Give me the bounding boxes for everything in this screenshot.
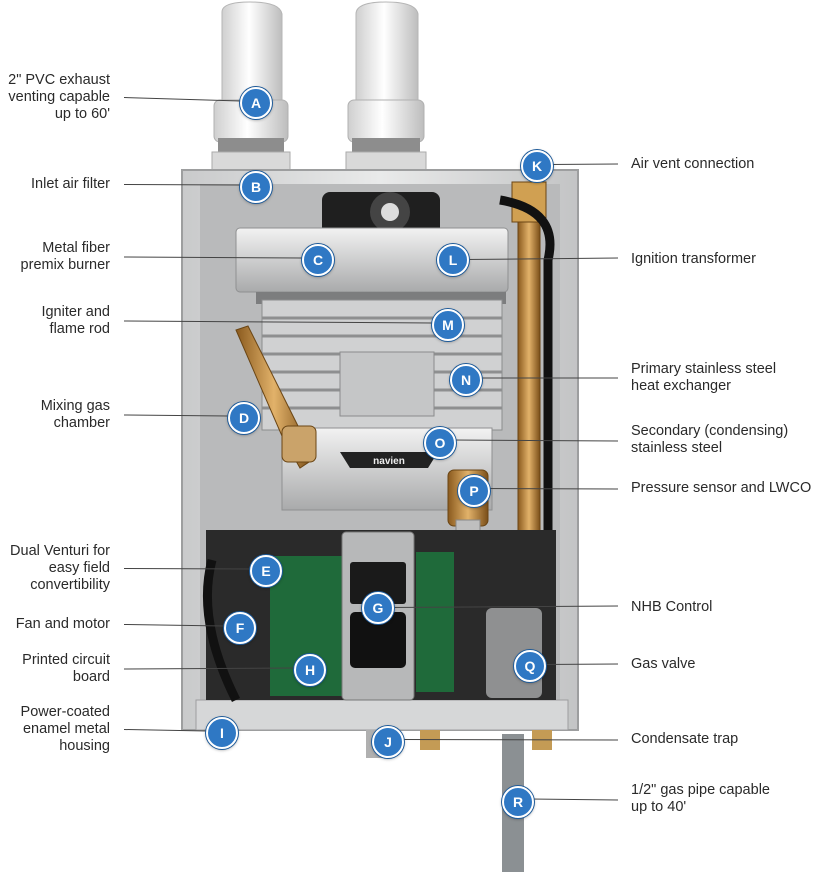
leader-line-f [123,624,225,627]
marker-a: A [240,87,272,119]
callout-label-j: Condensate trap [631,731,739,747]
marker-r: R [502,786,534,818]
marker-h: H [294,654,326,686]
callout-label-a: 2" PVC exhaust venting capable up to 60' [8,72,110,122]
callout-label-e: Dual Venturi for easy field convertibili… [10,543,110,593]
marker-d: D [228,402,260,434]
leader-line-j [399,739,619,741]
marker-i: I [206,717,238,749]
marker-n: N [450,364,482,396]
marker-m: M [432,309,464,341]
leader-line-m [123,320,433,324]
marker-p: P [458,475,490,507]
callout-label-b: Inlet air filter [31,176,110,192]
marker-f: F [224,612,256,644]
marker-l: L [437,244,469,276]
callout-label-d: Mixing gas chamber [40,398,110,431]
leader-line-h [123,667,295,670]
leader-line-k [548,163,619,165]
marker-b: B [240,171,272,203]
marker-c: C [302,244,334,276]
brand-badge: navien [373,456,405,467]
leader-line-g [389,605,619,608]
callout-label-g: NHB Control [631,599,713,615]
marker-o: O [424,427,456,459]
mixing-gas-elbow [235,325,317,469]
callout-label-q: Gas valve [631,656,696,672]
leader-line-e [123,568,251,570]
leader-line-r [529,798,619,801]
marker-e: E [250,555,282,587]
marker-j: J [372,726,404,758]
callout-label-n: Primary stainless steel heat exchanger [631,361,777,394]
callout-label-c: Metal fiber premix burner [20,240,110,273]
leader-line-l [464,257,619,260]
leader-lines [123,97,619,801]
callout-label-f: Fan and motor [15,616,110,632]
callout-label-m: Igniter and flame rod [41,304,110,337]
callout-label-i: Power-coated enamel metal housing [20,704,110,754]
callout-label-o: Secondary (condensing) stainless steel [631,423,789,456]
leader-line-d [123,414,229,417]
callout-label-r: 1/2" gas pipe capable up to 40' [631,782,770,815]
leader-line-o [451,439,619,442]
callout-label-p: Pressure sensor and LWCO [631,480,812,496]
leader-line-a [123,97,241,102]
leader-line-i [123,729,207,732]
leader-line-b [123,184,241,186]
marker-k: K [521,150,553,182]
marker-g: G [362,592,394,624]
intake-pipe [345,1,427,173]
leader-line-p [485,488,619,490]
callout-label-k: Air vent connection [631,156,755,172]
callout-label-l: Ignition transformer [631,251,756,267]
leader-line-q [541,663,619,665]
marker-q: Q [514,650,546,682]
callout-label-h: Printed circuit board [22,652,110,685]
leader-line-c [123,256,303,259]
